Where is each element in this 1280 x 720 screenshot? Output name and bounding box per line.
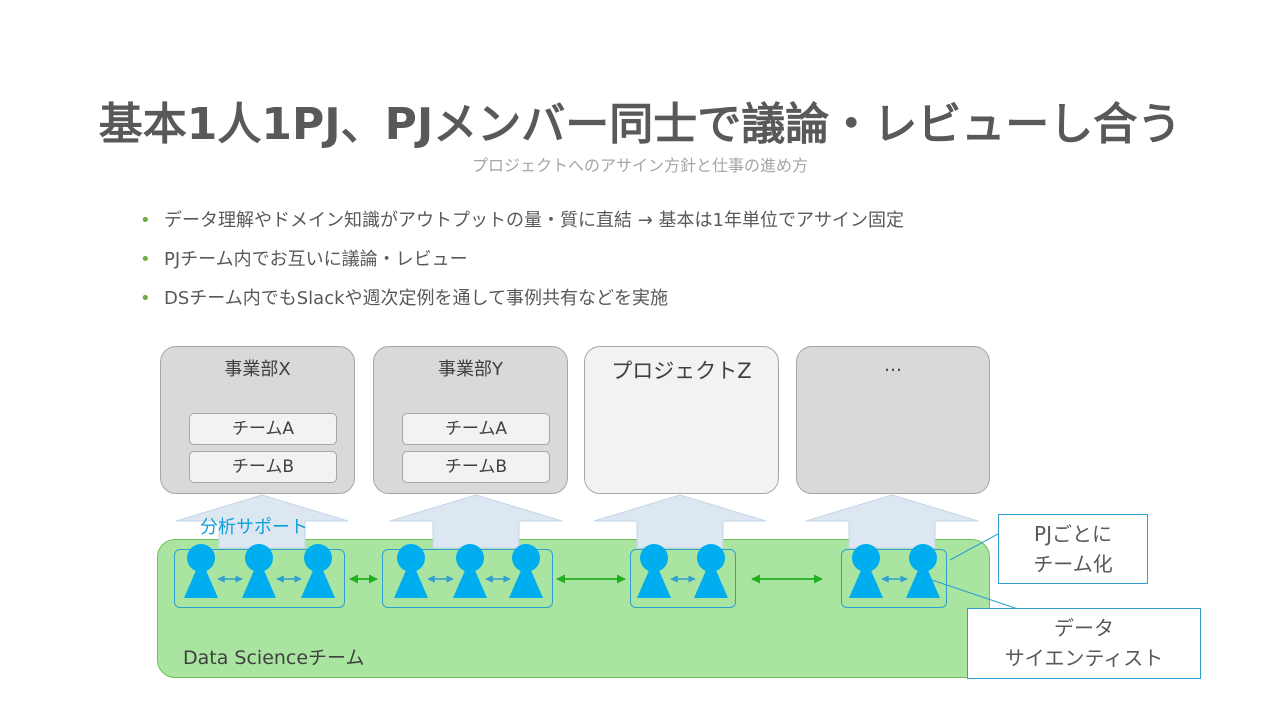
- callout-line: PJごとに: [1034, 522, 1112, 546]
- team-box: チームB: [402, 451, 550, 483]
- person-icon: [301, 544, 335, 598]
- person-icon: [637, 544, 671, 598]
- person-icon: [849, 544, 883, 598]
- callout-pj-team: PJごとに チーム化: [998, 514, 1148, 584]
- up-arrow-icon: [805, 494, 979, 549]
- callout-line: サイエンティスト: [1004, 646, 1164, 670]
- person-icon: [509, 544, 543, 598]
- bullet-list: • データ理解やドメイン知識がアウトプットの量・質に直結 → 基本は1年単位でアサ…: [140, 206, 904, 323]
- callout-line: チーム化: [1033, 552, 1113, 576]
- person-icon: [694, 544, 728, 598]
- slide-subtitle: プロジェクトへのアサイン方針と仕事の進め方: [471, 156, 808, 175]
- up-arrow-icon: [389, 494, 563, 549]
- person-icon: [242, 544, 276, 598]
- up-arrow-icon: [175, 494, 349, 549]
- slide-title: 基本1人1PJ、PJメンバー同士で議論・レビューし合う: [98, 99, 1182, 150]
- pj-team-group: [841, 549, 947, 608]
- unit-box-x: 事業部X チームA チームB: [160, 346, 355, 494]
- up-arrow-icon: [593, 494, 767, 549]
- person-icon: [394, 544, 428, 598]
- bullet-dot: •: [140, 210, 151, 231]
- team-box: チームA: [189, 413, 337, 445]
- person-icon: [184, 544, 218, 598]
- callout-line: データ: [1054, 616, 1114, 640]
- support-label: 分析サポート: [200, 517, 308, 538]
- bullet-item: • データ理解やドメイン知識がアウトプットの量・質に直結 → 基本は1年単位でアサ…: [140, 206, 904, 245]
- team-box: チームA: [402, 413, 550, 445]
- callout-leader: [949, 533, 999, 561]
- bullet-item: • PJチーム内でお互いに議論・レビュー: [140, 245, 904, 284]
- unit-box-z: プロジェクトZ: [584, 346, 779, 494]
- unit-box-more: …: [796, 346, 990, 494]
- bullet-dot: •: [140, 288, 151, 309]
- person-icon: [906, 544, 940, 598]
- team-box: チームB: [189, 451, 337, 483]
- callout-leader: [931, 579, 1019, 610]
- ds-team-label: Data Scienceチーム: [183, 647, 365, 669]
- unit-title: …: [884, 355, 902, 376]
- unit-title: プロジェクトZ: [611, 359, 752, 383]
- unit-title: 事業部Y: [438, 359, 503, 380]
- bullet-text: データ理解やドメイン知識がアウトプットの量・質に直結 → 基本は1年単位でアサイ…: [164, 210, 904, 231]
- callout-data-scientist: データ サイエンティスト: [967, 608, 1201, 679]
- bullet-text: PJチーム内でお互いに議論・レビュー: [164, 249, 468, 270]
- unit-box-y: 事業部Y チームA チームB: [373, 346, 568, 494]
- unit-title: 事業部X: [224, 359, 291, 380]
- bullet-item: • DSチーム内でもSlackや週次定例を通して事例共有などを実施: [140, 284, 904, 323]
- bullet-text: DSチーム内でもSlackや週次定例を通して事例共有などを実施: [164, 288, 668, 309]
- pj-team-group: [630, 549, 736, 608]
- ds-team-panel: [157, 539, 990, 678]
- bullet-dot: •: [140, 249, 151, 270]
- person-icon: [453, 544, 487, 598]
